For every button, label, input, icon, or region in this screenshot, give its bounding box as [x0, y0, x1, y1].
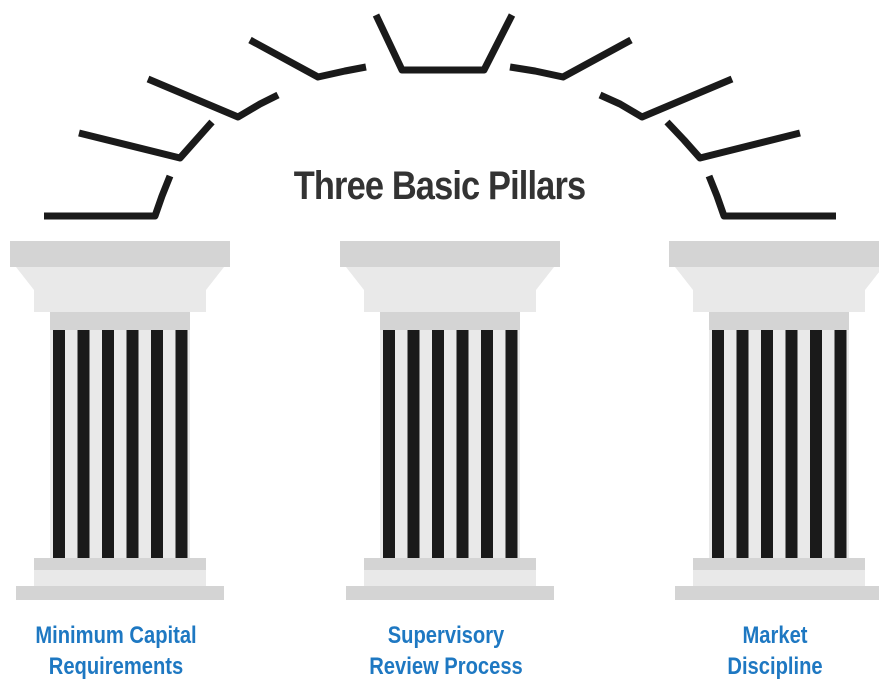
pillar-flute	[712, 330, 724, 558]
pillar-flute	[175, 330, 188, 558]
pillar-flute	[77, 330, 90, 558]
arch	[44, 13, 836, 220]
pillar-abacus	[693, 290, 865, 312]
pillar-base-top	[34, 558, 206, 570]
pillar-flute	[481, 330, 493, 558]
pillar-flute	[407, 330, 420, 558]
pillar-flute	[432, 330, 444, 558]
pillar-shaft	[380, 312, 520, 560]
pillar-plinth	[346, 586, 554, 600]
pillar-capital-taper	[16, 267, 224, 290]
arch-segment-right-4	[509, 36, 633, 81]
arch-segment-right-2	[664, 119, 801, 162]
pillar-flute	[53, 330, 65, 558]
pillar-flute	[151, 330, 163, 558]
pillar-base-top	[364, 558, 536, 570]
pillar-plinth	[16, 586, 224, 600]
pillar-flute	[505, 330, 518, 558]
pillar-abacus	[34, 290, 206, 312]
pillar-supervisory-review	[340, 241, 560, 600]
pillar-flute	[126, 330, 139, 558]
pillar-shaft-top	[380, 312, 520, 330]
pillar-minimum-capital	[10, 241, 230, 600]
pillar-label-market-discipline: Market Discipline	[649, 620, 879, 682]
pillar-abacus	[364, 290, 536, 312]
pillar-market-discipline	[669, 241, 879, 600]
arch-segment-left-base	[44, 174, 174, 220]
pillar-label-line: Requirements	[48, 653, 184, 680]
pillar-flute	[761, 330, 773, 558]
pillar-capital	[340, 241, 560, 267]
pillar-base	[693, 570, 865, 586]
pillar-plinth	[675, 586, 879, 600]
pillar-base-top	[693, 558, 865, 570]
pillar-shaft-top	[709, 312, 849, 330]
pillar-flute	[456, 330, 469, 558]
pillar-capital-taper	[346, 267, 554, 290]
pillar-base	[364, 570, 536, 586]
pillar-flute	[383, 330, 395, 558]
pillar-capital-taper	[675, 267, 879, 290]
arch-segment-left-2	[78, 119, 215, 162]
arch-segment-left-3	[146, 75, 280, 121]
pillar-shaft-top	[50, 312, 190, 330]
pillars	[10, 241, 879, 600]
pillar-label-line: Minimum Capital	[35, 622, 197, 649]
pillar-label-line: Discipline	[727, 653, 823, 680]
pillar-label-minimum-capital: Minimum Capital Requirements	[0, 620, 242, 682]
pillar-flute	[785, 330, 798, 558]
pillar-flute	[736, 330, 749, 558]
arch-segment-right-base	[705, 174, 836, 220]
arch-segment-keystone	[372, 13, 516, 74]
pillar-label-line: Supervisory	[387, 622, 505, 649]
pillar-flute	[810, 330, 822, 558]
pillar-label-line: Review Process	[369, 653, 523, 680]
pillar-flute	[102, 330, 114, 558]
pillar-shaft	[50, 312, 190, 560]
pillar-capital	[10, 241, 230, 267]
pillar-capital	[669, 241, 879, 267]
arch-segment-left-4	[248, 36, 367, 81]
diagram-title: Three Basic Pillars	[293, 164, 586, 208]
arch-segment-right-3	[598, 75, 734, 121]
pillar-label-supervisory-review: Supervisory Review Process	[320, 620, 572, 682]
pillar-base	[34, 570, 206, 586]
pillar-flute	[834, 330, 847, 558]
pillar-shaft	[709, 312, 849, 560]
pillar-label-line: Market	[742, 622, 808, 649]
